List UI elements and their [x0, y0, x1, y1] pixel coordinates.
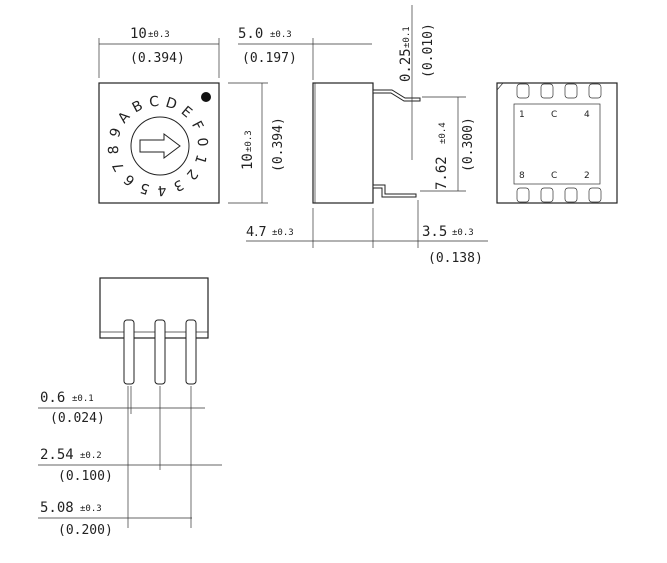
lead-thk-tol: ±0.1	[402, 26, 412, 48]
rotor-circle	[130, 116, 190, 176]
pad	[564, 187, 578, 203]
dial-label-0: 0	[193, 137, 210, 147]
dial-label-4: 4	[157, 181, 167, 198]
pin-label-bottom-3: 2	[584, 171, 590, 181]
span-value: 5.08	[40, 500, 74, 516]
pin-label-bottom-1: 8	[519, 171, 525, 181]
pin-front-3	[185, 319, 197, 385]
pin-width-tol: ±0.1	[72, 394, 94, 404]
top-width-value: 10	[130, 26, 147, 42]
top-width-inch: (0.394)	[130, 51, 185, 66]
top-height-value: 10	[240, 153, 256, 170]
row-span-tol: ±0.4	[438, 122, 448, 144]
pad	[540, 187, 554, 203]
row-span-value: 7.62	[434, 156, 450, 190]
dial-label-c: C	[149, 94, 160, 111]
switch-body-bottom	[496, 82, 618, 204]
span-tol: ±0.3	[80, 504, 102, 514]
lead-bottom	[372, 184, 417, 198]
top-width-tol: ±0.3	[148, 30, 170, 40]
body-len-value: 4.7	[246, 225, 267, 240]
side-depth-tol: ±0.3	[270, 30, 292, 40]
top-height-inch: (0.394)	[271, 117, 286, 172]
side-view: 5.0 ±0.3 (0.197) 0.25 ±0.1 (0.010) 7.62 …	[238, 5, 488, 266]
pin-label-top-3: 4	[584, 110, 590, 120]
pin-front-2	[154, 319, 166, 385]
lead-thk-inch: (0.010)	[421, 23, 436, 78]
pin-label-top-1: 1	[519, 110, 525, 120]
lead-len-tol: ±0.3	[452, 228, 474, 238]
rotor-arrow-icon	[139, 133, 181, 159]
side-depth-inch: (0.197)	[242, 51, 297, 66]
pitch-value: 2.54	[40, 447, 74, 463]
lead-top	[372, 89, 421, 102]
lead-len-value: 3.5	[422, 224, 447, 240]
pad	[540, 83, 554, 99]
front-view: 0.6 ±0.1 (0.024) 2.54 ±0.2 (0.100) 5.08 …	[38, 277, 222, 538]
switch-body-top	[98, 82, 220, 204]
span-inch: (0.200)	[58, 523, 113, 538]
pin-label-bottom-2: C	[551, 171, 557, 181]
dial-label-8: 8	[106, 145, 123, 155]
pad	[516, 187, 530, 203]
bottom-inner-outline	[513, 103, 601, 185]
pin-label-top-2: C	[551, 110, 557, 120]
pad	[564, 83, 578, 99]
switch-body-side	[312, 82, 374, 204]
pad	[588, 83, 602, 99]
lead-thk-value: 0.25	[398, 48, 414, 82]
dial-label-d: D	[164, 95, 179, 114]
pin1-marker-dot	[201, 92, 211, 102]
pitch-inch: (0.100)	[58, 469, 113, 484]
pad	[516, 83, 530, 99]
body-len-tol: ±0.3	[272, 228, 294, 238]
row-span-inch: (0.300)	[461, 117, 476, 172]
pitch-tol: ±0.2	[80, 451, 102, 461]
pad	[588, 187, 602, 203]
pin-front-1	[123, 319, 135, 385]
side-depth-value: 5.0	[238, 26, 263, 42]
top-height-tol: ±0.3	[244, 130, 254, 152]
pin-width-inch: (0.024)	[50, 411, 105, 426]
pin-width-value: 0.6	[40, 390, 65, 406]
lead-len-inch: (0.138)	[428, 251, 483, 266]
bottom-pads	[516, 83, 602, 203]
bottom-view: 1 C 4 8 C 2	[496, 82, 618, 204]
